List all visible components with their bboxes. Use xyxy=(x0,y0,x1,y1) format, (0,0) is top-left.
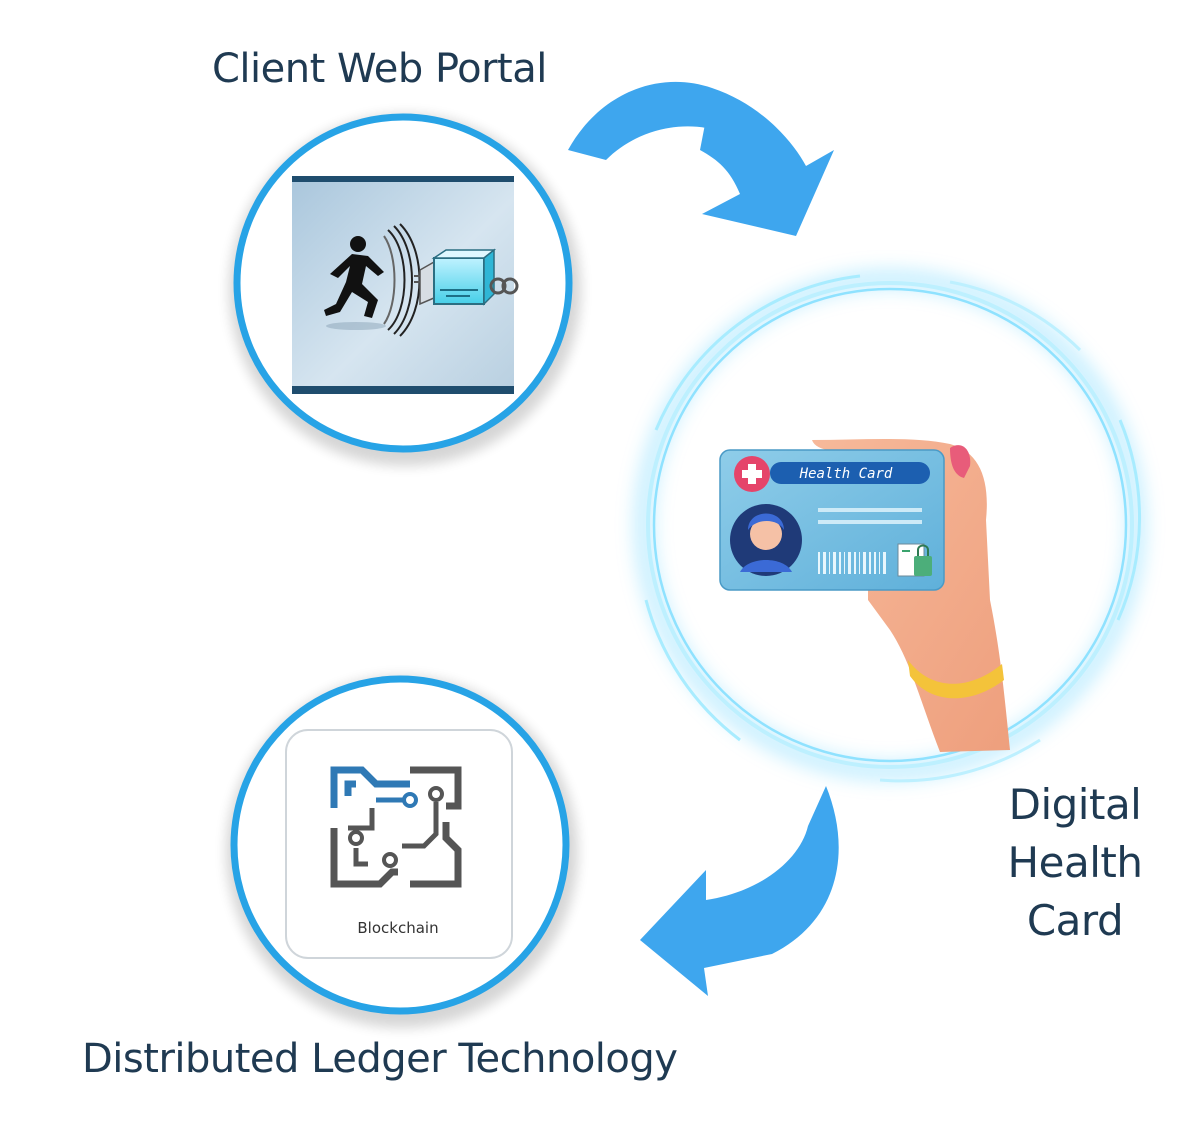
portal-label: Client Web Portal xyxy=(212,46,547,92)
ledger-node: Blockchain xyxy=(226,675,578,1028)
card-label-line-1: Digital xyxy=(1008,780,1142,829)
card-node: Health Card xyxy=(637,272,1143,783)
card-label: Digital Health Card xyxy=(1000,776,1150,950)
blockchain-circuit-icon xyxy=(330,766,462,888)
blockchain-caption: Blockchain xyxy=(357,919,438,937)
runner-icon xyxy=(324,236,384,318)
chain-block-icon xyxy=(414,248,519,306)
portal-node xyxy=(229,113,581,466)
card-label-line-2: Health xyxy=(1007,838,1143,887)
health-card-icon: Health Card xyxy=(719,449,945,591)
health-card-title: Health Card xyxy=(799,466,893,482)
arrow-card-to-ledger xyxy=(640,786,839,996)
ledger-label: Distributed Ledger Technology xyxy=(82,1036,678,1082)
arrow-portal-to-card xyxy=(568,81,834,236)
card-label-line-3: Card xyxy=(1026,896,1124,945)
hand-icon xyxy=(812,439,1010,752)
